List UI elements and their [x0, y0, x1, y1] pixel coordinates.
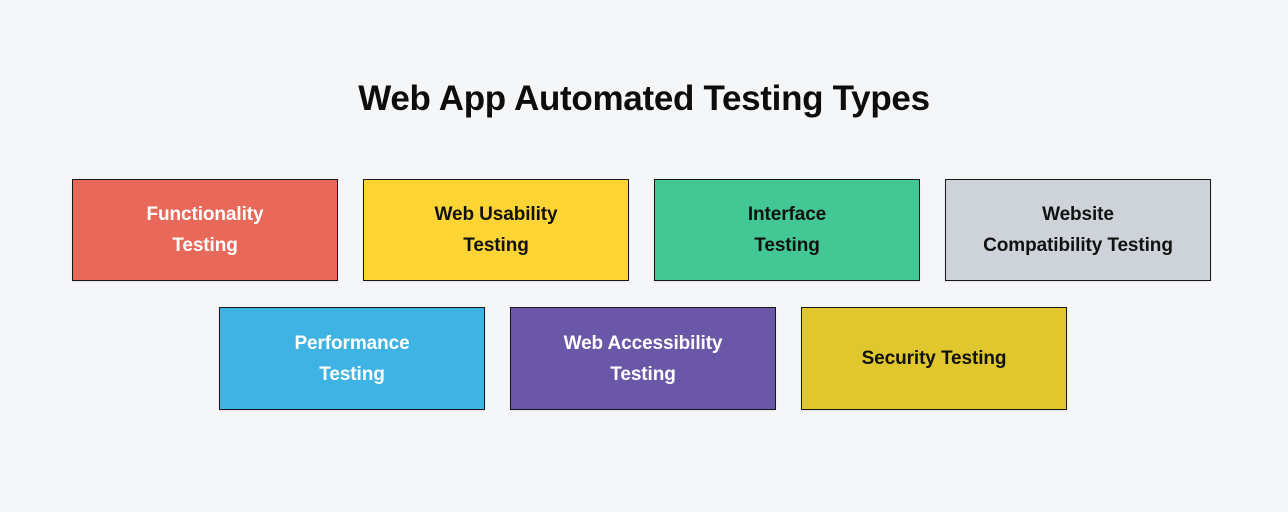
testing-type-label: Functionality Testing [146, 204, 264, 256]
testing-type-box-web-accessibility-testing[interactable]: Web Accessibility Testing [510, 307, 776, 410]
testing-type-label: Web Accessibility Testing [563, 332, 723, 385]
testing-types-row-1: Functionality Testing Web Usability Test… [72, 179, 1216, 281]
testing-type-label: Performance Testing [294, 332, 410, 385]
testing-type-label: Interface Testing [747, 204, 827, 256]
testing-type-box-functionality-testing[interactable]: Functionality Testing [72, 179, 338, 281]
testing-type-box-website-compatibility-testing[interactable]: Website Compatibility Testing [945, 179, 1211, 281]
testing-type-label: Security Testing [861, 348, 1007, 369]
testing-type-box-interface-testing[interactable]: Interface Testing [654, 179, 920, 281]
testing-type-box-performance-testing[interactable]: Performance Testing [219, 307, 485, 410]
testing-type-box-security-testing[interactable]: Security Testing [801, 307, 1067, 410]
testing-type-box-web-usability-testing[interactable]: Web Usability Testing [363, 179, 629, 281]
testing-types-row-2: Performance Testing Web Accessibility Te… [219, 307, 1070, 410]
testing-type-label: Website Compatibility Testing [983, 204, 1173, 256]
page-title: Web App Automated Testing Types [358, 79, 930, 118]
testing-type-label: Web Usability Testing [434, 204, 558, 256]
